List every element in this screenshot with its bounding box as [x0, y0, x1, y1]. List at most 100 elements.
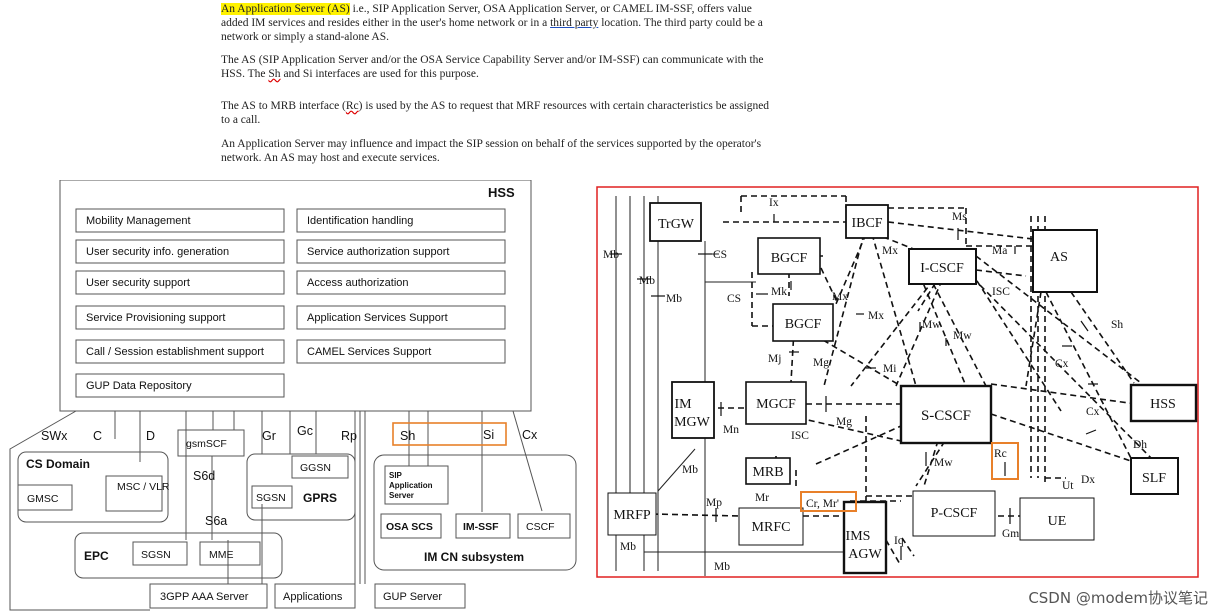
- if-cs-1: CS: [713, 249, 727, 261]
- hss-title: HSS: [488, 185, 515, 200]
- if-mb-3: Mb: [666, 293, 682, 305]
- if-swx: SWx: [41, 429, 68, 443]
- if-isc-1: ISC: [992, 286, 1010, 298]
- gup-server-node: GUP Server: [383, 591, 442, 603]
- if-mb-4: Mb: [682, 464, 698, 476]
- icscf-node: I-CSCF: [920, 261, 964, 276]
- as-node: AS: [1050, 250, 1068, 265]
- paragraph-2: The AS (SIP Application Server and/or th…: [221, 54, 764, 80]
- epc-sgsn-node: SGSN: [141, 549, 171, 561]
- im-mgw-node: IM: [674, 397, 692, 412]
- sip-as-node: SIP: [389, 471, 403, 480]
- mrfc-node: MRFC: [752, 520, 791, 535]
- svg-text:AGW: AGW: [848, 547, 882, 562]
- paragraph-1: An Application Server (AS) i.e., SIP App…: [221, 3, 763, 43]
- if-mb-6: Mb: [714, 561, 730, 573]
- if-ma: Ma: [992, 245, 1007, 257]
- ims-architecture-diagram: TrGW BGCF IBCF I-CSCF AS BGCF IM MGW MGC…: [596, 186, 1199, 578]
- slf-node: SLF: [1142, 471, 1166, 486]
- if-rc: Rc: [994, 448, 1007, 460]
- msc-vlr-node: MSC / VLR: [117, 481, 170, 493]
- if-iq: Iq: [894, 535, 904, 547]
- if-gr: Gr: [262, 429, 276, 443]
- if-mx-3: Mx: [868, 310, 884, 322]
- fn-user-security-support: User security support: [86, 277, 190, 289]
- cr-mr-highlight-box: [800, 491, 857, 512]
- if-mk: Mk: [771, 286, 787, 298]
- fn-gup-data-repository: GUP Data Repository: [86, 380, 192, 392]
- fn-camel-services: CAMEL Services Support: [307, 346, 431, 358]
- im-cn-subsystem-label: IM CN subsystem: [424, 550, 524, 564]
- if-mx-2: Mx: [832, 291, 848, 303]
- if-si: Si: [483, 428, 494, 442]
- fn-identification-handling: Identification handling: [307, 215, 413, 227]
- cs-domain-label: CS Domain: [26, 457, 90, 471]
- if-mw-3: Mw: [934, 457, 953, 469]
- fn-user-security-info: User security info. generation: [86, 246, 229, 258]
- ims-agw-node: IMS: [846, 529, 871, 544]
- csdn-watermark: CSDN @modem协议笔记: [1028, 589, 1208, 607]
- ibcf-node: IBCF: [851, 216, 882, 231]
- fn-call-session: Call / Session establishment support: [86, 346, 264, 358]
- fn-application-services: Application Services Support: [307, 312, 448, 324]
- if-gm: Gm: [1002, 528, 1019, 540]
- gprs-label: GPRS: [303, 491, 337, 505]
- if-mb-1: Mb: [603, 249, 619, 261]
- mrfp-node: MRFP: [613, 508, 651, 523]
- trgw-node: TrGW: [658, 217, 695, 232]
- svg-text:Application: Application: [389, 481, 433, 490]
- epc-label: EPC: [84, 549, 109, 563]
- if-cx-2: Cx: [1086, 406, 1100, 418]
- osa-scs-node: OSA SCS: [386, 521, 433, 533]
- if-c: C: [93, 429, 102, 443]
- if-ix: Ix: [769, 197, 779, 209]
- gsmscf-node: gsmSCF: [186, 438, 227, 450]
- if-cx: Cx: [522, 428, 538, 442]
- if-mw-1: Mw: [922, 319, 941, 331]
- ggsn-node: GGSN: [300, 462, 331, 474]
- fn-access-authorization: Access authorization: [307, 277, 409, 289]
- fn-mobility-management: Mobility Management: [86, 215, 191, 227]
- if-mw-2: Mw: [953, 330, 972, 342]
- aaa-server-node: 3GPP AAA Server: [160, 591, 249, 603]
- hss-diagram: HSS Mobility Management User security in…: [9, 180, 577, 611]
- if-isc-2: ISC: [791, 430, 809, 442]
- bgcf-node-2: BGCF: [785, 317, 822, 332]
- if-mi: Mi: [883, 363, 896, 375]
- fn-service-provisioning: Service Provisioning support: [86, 312, 225, 324]
- if-mn: Mn: [723, 424, 739, 436]
- if-mb-2: Mb: [639, 275, 655, 287]
- if-dh: Dh: [1133, 439, 1147, 451]
- highlight-as: An Application Server (AS): [221, 3, 350, 15]
- red-frame: [596, 186, 1199, 578]
- svg-text:Server: Server: [389, 491, 414, 500]
- paragraph-3: The AS to MRB interface (Rc) is used by …: [221, 100, 770, 126]
- cscf-node: CSCF: [526, 521, 555, 533]
- mme-node: MME: [209, 549, 234, 561]
- applications-node: Applications: [283, 591, 343, 603]
- im-ssf-node: IM-SSF: [463, 521, 499, 533]
- svg-text:MGW: MGW: [674, 415, 711, 430]
- pcscf-node: P-CSCF: [931, 506, 978, 521]
- if-s6a: S6a: [205, 514, 227, 528]
- if-ut: Ut: [1062, 480, 1074, 492]
- if-dx: Dx: [1081, 474, 1095, 486]
- mgcf-node: MGCF: [756, 397, 796, 412]
- if-d: D: [146, 429, 155, 443]
- scscf-node: S-CSCF: [921, 408, 971, 424]
- sgsn-node: SGSN: [256, 492, 286, 504]
- hss-node: HSS: [1150, 397, 1176, 412]
- ue-node: UE: [1048, 514, 1067, 529]
- if-ms: Ms: [952, 211, 967, 223]
- rc-highlight-box: [991, 442, 1019, 480]
- mrb-node: MRB: [752, 465, 783, 480]
- if-cs-2: CS: [727, 293, 741, 305]
- fn-service-authorization: Service authorization support: [307, 246, 449, 258]
- if-mg-2: Mg: [836, 416, 852, 428]
- gmsc-node: GMSC: [27, 493, 59, 505]
- if-mg-1: Mg: [813, 357, 829, 369]
- third-party-link[interactable]: third party: [550, 17, 599, 29]
- if-mp: Mp: [706, 497, 722, 509]
- if-s6d: S6d: [193, 469, 215, 483]
- if-mr: Mr: [755, 492, 769, 504]
